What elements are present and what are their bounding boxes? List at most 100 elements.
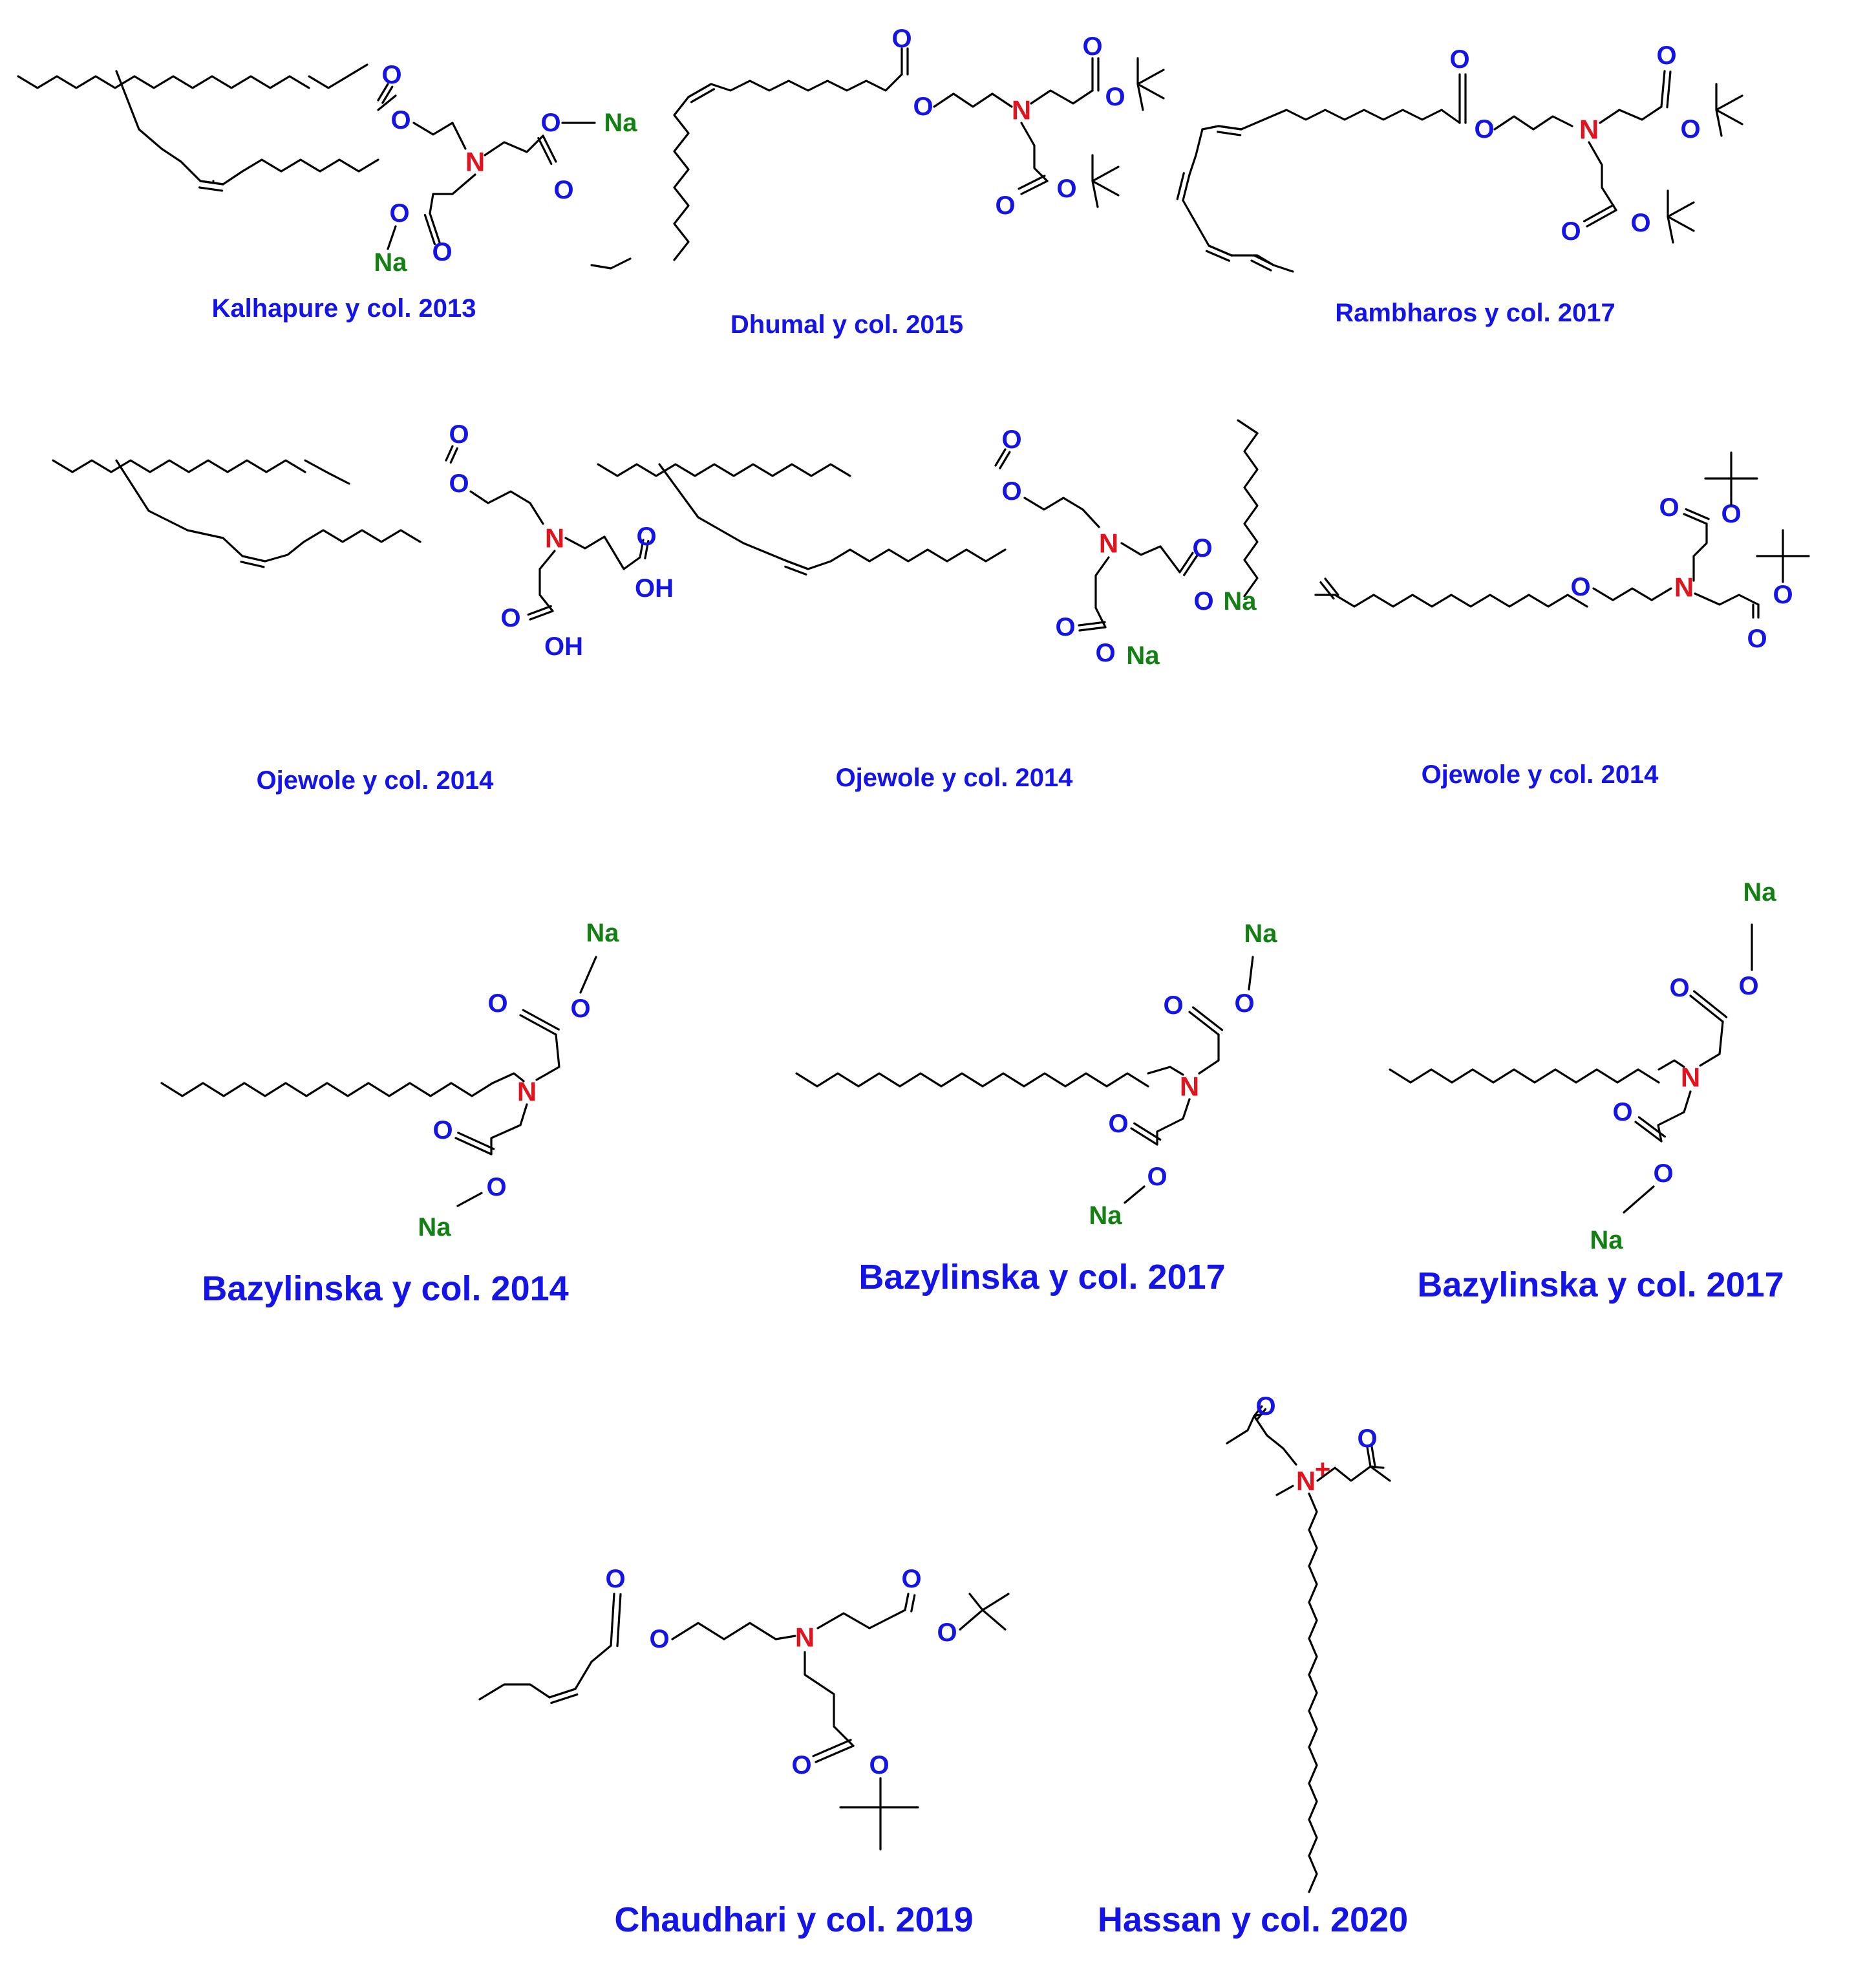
oxygen-atom: O bbox=[891, 25, 911, 53]
hexadecyl-chain bbox=[1308, 1492, 1318, 1893]
carbonyl-bond bbox=[1752, 603, 1760, 619]
oxygen-atom: O bbox=[869, 1751, 889, 1779]
nitrogen-atom: N bbox=[517, 1077, 537, 1107]
oxygen-atom: O bbox=[1163, 991, 1183, 1020]
propyl-linker bbox=[933, 92, 1013, 108]
oleyl-chain bbox=[590, 257, 632, 270]
propyl-linker bbox=[1023, 497, 1100, 528]
oxygen-atom: O bbox=[449, 469, 469, 498]
carbonyl-bond bbox=[1660, 70, 1672, 109]
sodium-atom: Na bbox=[374, 248, 407, 277]
oleyl-chain bbox=[304, 459, 350, 485]
oxygen-atom: O bbox=[381, 61, 401, 89]
oxygen-atom: O bbox=[432, 1116, 453, 1145]
carbonyl-bond bbox=[1018, 175, 1049, 195]
o-na-bond bbox=[1124, 1185, 1146, 1204]
carbonyl-bond bbox=[1458, 73, 1467, 124]
oxygen-atom: O bbox=[1192, 534, 1212, 563]
caption-hassan-2020: Hassan y col. 2020 bbox=[1097, 1900, 1409, 1939]
caption-bazylinska-2017-a: Bazylinska y col. 2017 bbox=[858, 1258, 1226, 1296]
tert-butyl-group bbox=[1091, 154, 1120, 208]
cis-double-bond bbox=[1217, 125, 1242, 136]
sodium-atom: Na bbox=[1126, 641, 1160, 670]
linolenyl-chain bbox=[1188, 128, 1204, 176]
cis-double-bond bbox=[1176, 172, 1191, 202]
tert-butyl-group bbox=[1667, 189, 1695, 244]
hydroxyl-group: OH bbox=[635, 574, 674, 603]
oxygen-atom: O bbox=[389, 199, 409, 228]
caption-dhumal-2015: Dhumal y col. 2015 bbox=[730, 310, 964, 339]
propanoate-arm bbox=[1599, 105, 1663, 124]
oxygen-atom: O bbox=[937, 1618, 957, 1647]
oxygen-atom: O bbox=[449, 420, 469, 449]
oxopropyl-arm bbox=[1369, 1465, 1391, 1482]
tert-butyl-group bbox=[959, 1593, 1010, 1631]
tert-butyl-group bbox=[839, 1777, 919, 1851]
oxygen-atom: O bbox=[1738, 972, 1758, 1000]
oxopropyl-arm bbox=[1253, 1415, 1297, 1466]
oxygen-atom: O bbox=[540, 109, 560, 137]
oxygen-atom: O bbox=[486, 1173, 506, 1201]
acetate-arm bbox=[535, 1033, 560, 1081]
carbonyl-bond bbox=[1078, 621, 1107, 632]
acetate-arm bbox=[1699, 1020, 1724, 1067]
oxygen-atom: O bbox=[1570, 573, 1590, 601]
carbonyl-bond bbox=[1583, 204, 1617, 228]
oxygen-atom: O bbox=[553, 176, 573, 204]
nitrogen-atom: N bbox=[1012, 95, 1031, 125]
caption-kalhapure-2013: Kalhapure y col. 2013 bbox=[211, 294, 476, 323]
oxygen-atom: O bbox=[791, 1751, 811, 1779]
sodium-atom: Na bbox=[1223, 587, 1257, 616]
oxygen-atom: O bbox=[500, 604, 520, 632]
oxygen-atom: O bbox=[1680, 115, 1700, 144]
ester-bond bbox=[377, 94, 397, 111]
oxygen-atom: O bbox=[1357, 1424, 1377, 1453]
caption-bazylinska-2017-b: Bazylinska y col. 2017 bbox=[1417, 1265, 1784, 1304]
oleyl-chain bbox=[241, 158, 379, 173]
acetate-arm bbox=[1198, 1033, 1220, 1075]
propanoate-arm bbox=[816, 1609, 906, 1629]
alkyl-chain bbox=[1147, 1066, 1184, 1076]
cis-double-bond bbox=[1205, 244, 1233, 262]
carbonyl-bond bbox=[639, 539, 650, 560]
oleyl-chain bbox=[308, 63, 368, 89]
alkyl-chain bbox=[1657, 1059, 1685, 1071]
oxopropyl-arm bbox=[1316, 1465, 1385, 1482]
oxygen-atom: O bbox=[1612, 1098, 1632, 1126]
oxygen-atom: O bbox=[1747, 625, 1767, 653]
oleyl-chain bbox=[1237, 419, 1259, 435]
propanoate-arm bbox=[1694, 592, 1760, 606]
oleyl-chain bbox=[52, 459, 306, 473]
carbonyl-bond bbox=[537, 134, 557, 166]
oxygen-atom: O bbox=[1630, 209, 1650, 237]
propanoate-arm bbox=[1588, 141, 1617, 211]
carbonyl-bond bbox=[423, 212, 441, 246]
linolenyl-chain bbox=[1182, 199, 1233, 257]
oleyl-chain bbox=[1243, 432, 1259, 597]
caption-chaudhari-2019: Chaudhari y col. 2019 bbox=[614, 1900, 974, 1939]
oleyl-chain bbox=[17, 75, 310, 89]
carbonyl-bond bbox=[812, 1739, 855, 1763]
oxygen-atom: O bbox=[1001, 425, 1021, 454]
tert-butyl-group bbox=[1136, 57, 1165, 111]
o-na-bond bbox=[387, 225, 397, 250]
oxygen-atom: O bbox=[1082, 32, 1102, 61]
oleyl-chain bbox=[829, 548, 1007, 563]
carbonyl-bond bbox=[519, 1009, 560, 1036]
carbonyl-bond bbox=[1683, 508, 1710, 525]
oleyl-chain bbox=[222, 537, 305, 563]
cis-double-bond bbox=[240, 555, 266, 568]
carbonyl-bond bbox=[1130, 1122, 1162, 1146]
sodium-atom: Na bbox=[604, 109, 637, 137]
carbonyl-bond bbox=[454, 1132, 495, 1155]
oxygen-atom: O bbox=[1653, 1159, 1673, 1188]
oxygen-atom: O bbox=[570, 994, 590, 1023]
oleyl-chain bbox=[303, 529, 421, 543]
oxygen-atom: O bbox=[1147, 1163, 1167, 1191]
acetate-arm bbox=[484, 134, 544, 156]
carbonyl-bond bbox=[1178, 552, 1199, 577]
sodium-atom: Na bbox=[586, 919, 619, 947]
carbonyl-bond bbox=[610, 1593, 622, 1648]
propanoate-arm bbox=[804, 1651, 855, 1747]
carbonyl-bond bbox=[994, 448, 1011, 469]
